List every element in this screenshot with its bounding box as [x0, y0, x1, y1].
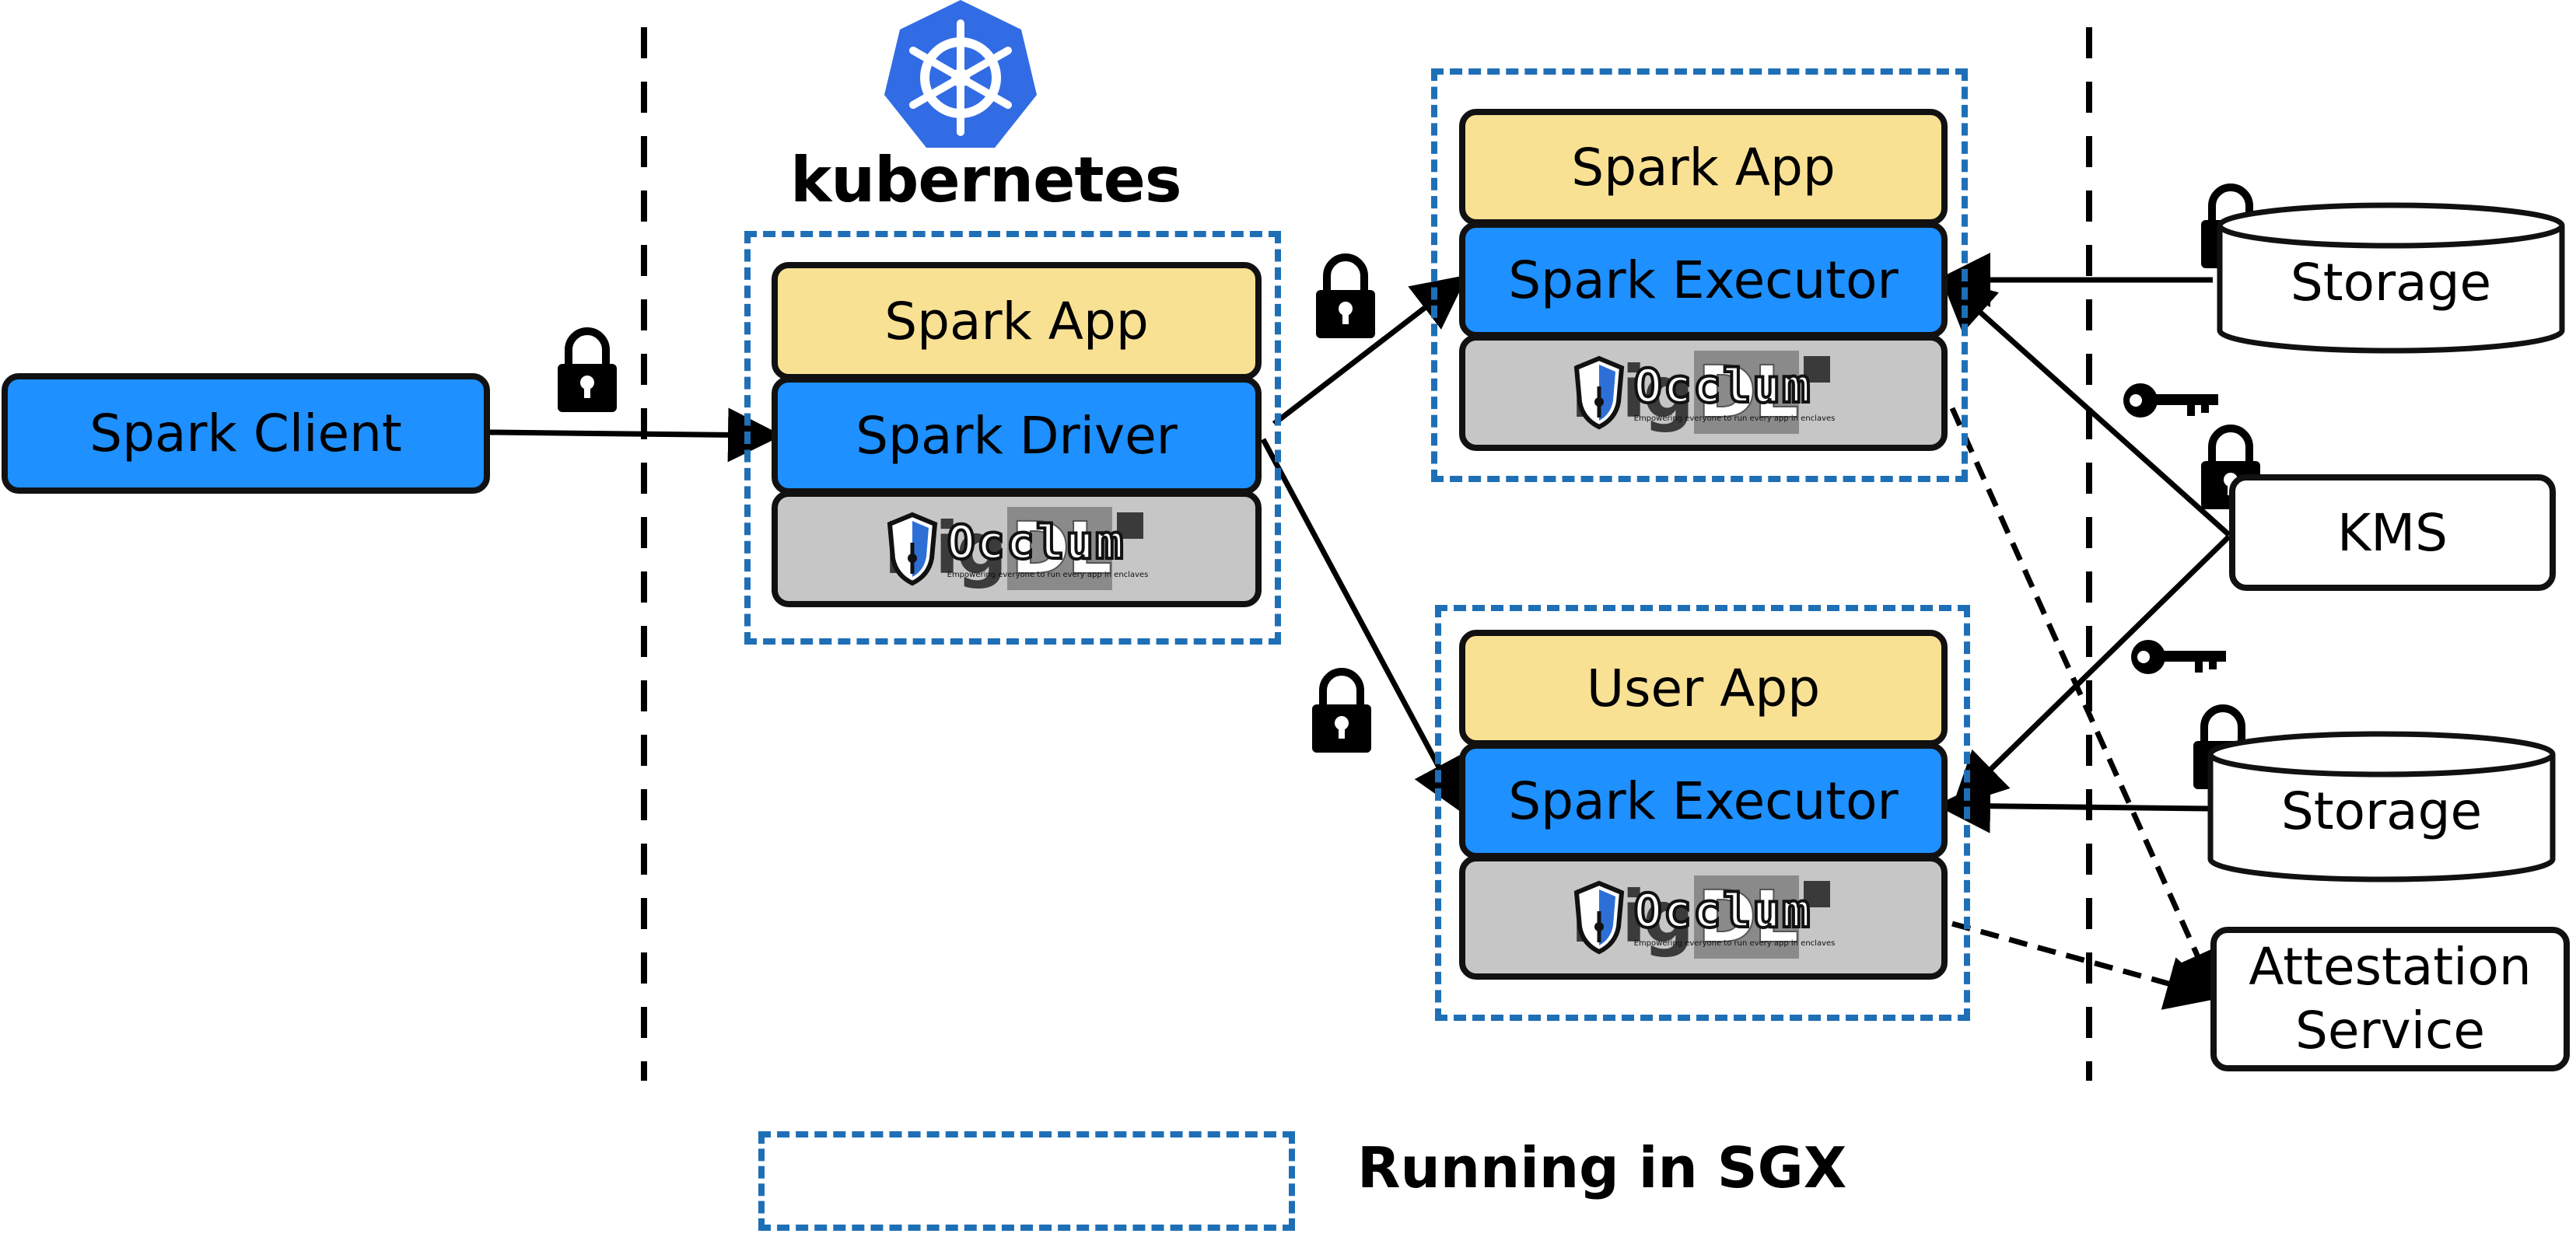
executor2-to-attestation-arrow — [1951, 921, 2221, 1010]
executor1-runtime-logos: BigDL Occlum Empowering everyone to run … — [1459, 334, 1948, 451]
occlum-shield-icon — [1573, 355, 1624, 430]
key-icon — [2123, 383, 2218, 418]
attestation-label-line2: Service — [2295, 1001, 2485, 1061]
kubernetes-helm-icon — [884, 0, 1037, 148]
sgx-executor2-enclosure — [1435, 605, 1970, 1021]
driver-runtime-logos: BigDL Occlum Empowering everyone to run … — [772, 491, 1262, 607]
storage1-label: Storage — [2290, 253, 2492, 313]
kms-node: KMS — [2229, 474, 2556, 591]
sgx-driver-enclosure — [744, 231, 1281, 645]
spark-executor1-node: Spark Executor — [1459, 222, 1948, 338]
executor2-user-app-label: User App — [1586, 658, 1821, 718]
bigdl-logo: BigDL — [1570, 351, 1837, 434]
executor1-to-attestation-arrow — [1949, 407, 2223, 1005]
attestation-label-line1: Attestation — [2249, 936, 2532, 997]
driver-to-executor2-arrow — [1260, 438, 1465, 815]
kms-to-executor2-arrow — [1951, 534, 2231, 807]
bigdl-logo: BigDL — [1570, 875, 1837, 959]
kubernetes-label: kubernetes — [790, 144, 1181, 216]
spark-client-node: Spark Client — [2, 373, 490, 494]
executor1-spark-app-node: Spark App — [1459, 109, 1948, 225]
legend-sgx-swatch — [758, 1131, 1295, 1231]
lock-icon — [1316, 257, 1375, 338]
key-icon — [2131, 640, 2226, 674]
spark-executor1-label: Spark Executor — [1508, 250, 1899, 310]
spark-driver-node: Spark Driver — [772, 376, 1262, 494]
occlum-shield-icon — [1573, 880, 1624, 955]
occlum-shield-icon — [887, 512, 937, 586]
spark-client-label: Spark Client — [89, 404, 402, 463]
executor2-user-app-node: User App — [1459, 630, 1948, 746]
occlum-logo: Occlum Empowering everyone to run every … — [885, 512, 1148, 586]
sgx-executor1-enclosure — [1431, 68, 1968, 482]
driver-spark-app-label: Spark App — [884, 291, 1149, 351]
executor2-runtime-logos: BigDL Occlum Empowering everyone to run … — [1459, 855, 1948, 980]
lock-icon — [1312, 672, 1371, 753]
spark-executor2-label: Spark Executor — [1508, 771, 1899, 831]
storage-cylinder-2 — [2207, 731, 2556, 882]
occlum-logo: Occlum Empowering everyone to run every … — [1572, 355, 1835, 430]
lock-icon — [558, 331, 617, 412]
client-to-driver-arrow — [489, 407, 782, 463]
driver-to-executor1-arrow — [1272, 274, 1468, 426]
storage2-to-executor2-arrow — [1936, 778, 2210, 833]
storage2-label: Storage — [2280, 781, 2483, 841]
legend-label: Running in SGX — [1357, 1135, 1847, 1200]
kms-to-executor1-arrow — [1940, 276, 2231, 537]
storage-cylinder-1 — [2217, 202, 2565, 354]
driver-spark-app-node: Spark App — [772, 262, 1262, 380]
attestation-service-node: Attestation Service — [2210, 927, 2570, 1071]
occlum-logo: Occlum Empowering everyone to run every … — [1572, 880, 1835, 955]
spark-driver-label: Spark Driver — [856, 405, 1178, 466]
spark-executor2-node: Spark Executor — [1459, 743, 1948, 859]
kms-label: KMS — [2336, 502, 2448, 563]
executor1-spark-app-label: Spark App — [1571, 137, 1836, 197]
